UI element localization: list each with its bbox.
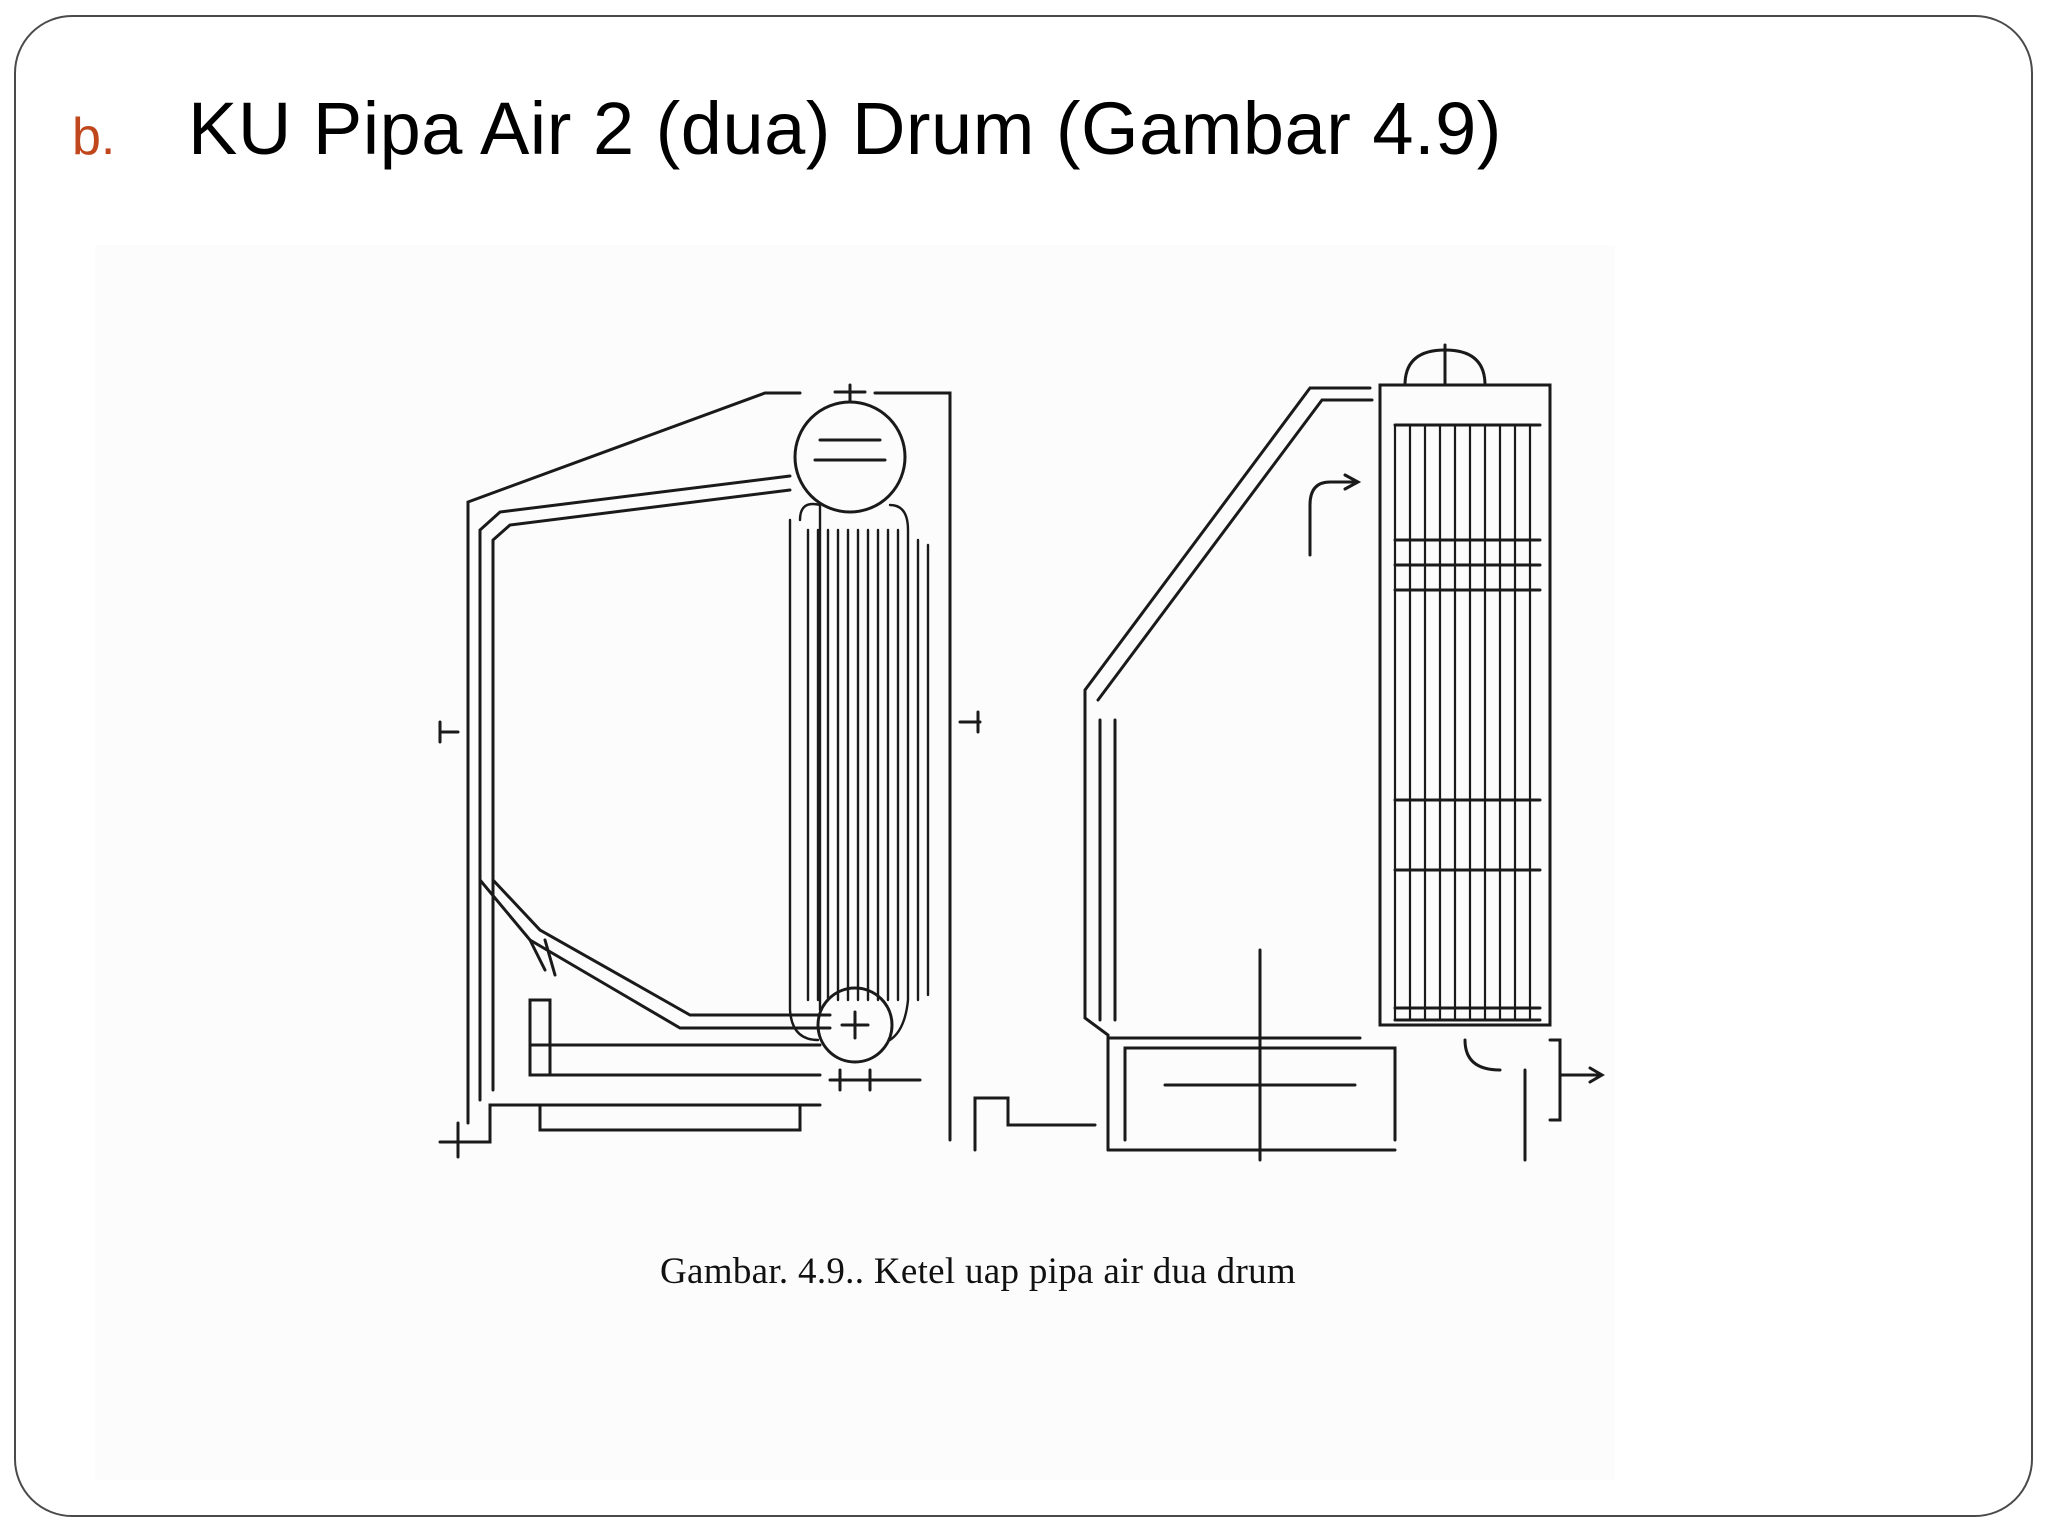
slide-title: KU Pipa Air 2 (dua) Drum (Gambar 4.9) [188,87,1502,170]
bullet-label: b. [72,108,116,166]
slide-title-row: b. KU Pipa Air 2 (dua) Drum (Gambar 4.9) [72,86,1502,176]
boiler-front-view [438,383,982,1159]
figure-caption: Gambar. 4.9.. Ketel uap pipa air dua dru… [660,1251,1296,1292]
boiler-figure [95,245,1615,1480]
boiler-side-view [973,343,1605,1162]
